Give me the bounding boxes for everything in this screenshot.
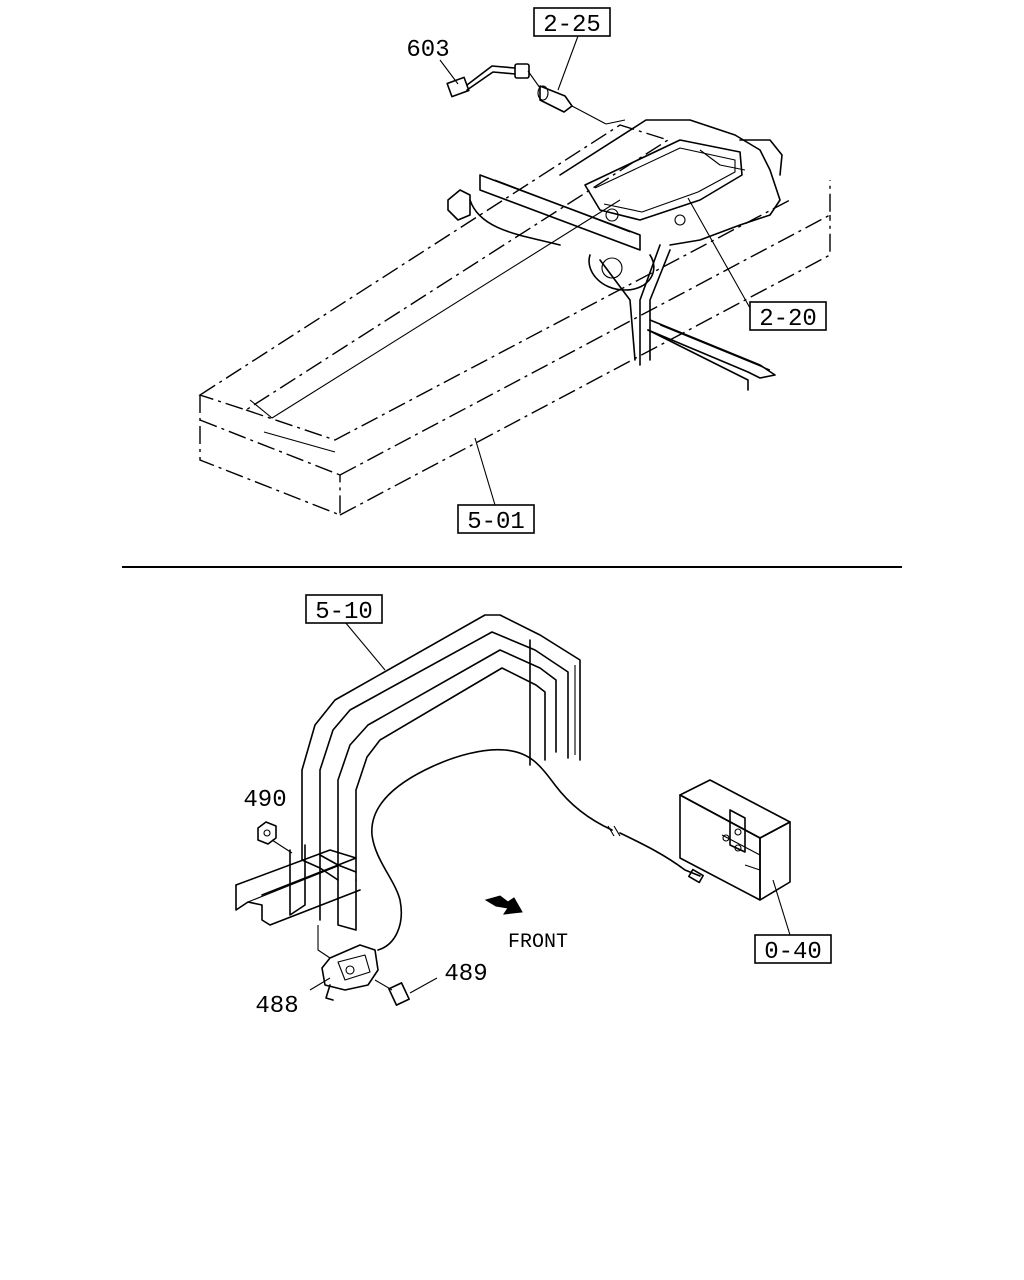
callout-5-10[interactable]: 5-10 bbox=[305, 594, 383, 626]
front-label: FRONT bbox=[508, 931, 568, 954]
nut-490 bbox=[257, 821, 293, 854]
front-direction-arrow-icon bbox=[484, 895, 523, 915]
callout-0-40-label: 0-40 bbox=[764, 939, 822, 966]
sensor-icon bbox=[539, 85, 573, 113]
connector-icon bbox=[446, 76, 470, 98]
part-489-label[interactable]: 489 bbox=[444, 961, 487, 988]
part-488-label[interactable]: 488 bbox=[255, 993, 298, 1020]
frame-rail-5-01 bbox=[198, 124, 831, 517]
part-490-label[interactable]: 490 bbox=[243, 787, 286, 814]
control-module bbox=[679, 779, 791, 901]
harness-603 bbox=[446, 63, 541, 98]
frame-channel bbox=[235, 844, 361, 926]
callout-5-01-label: 5-01 bbox=[467, 509, 525, 536]
front-direction: FRONT bbox=[484, 895, 568, 954]
callout-2-20[interactable]: 2-20 bbox=[749, 301, 827, 333]
callout-2-25[interactable]: 2-25 bbox=[533, 7, 611, 39]
cross-member bbox=[647, 319, 776, 391]
nut-icon bbox=[257, 821, 277, 845]
callout-5-01[interactable]: 5-01 bbox=[457, 504, 535, 536]
bolt-icon bbox=[388, 982, 410, 1006]
callout-5-10-label: 5-10 bbox=[315, 599, 373, 626]
sender-unit-488 bbox=[317, 925, 379, 1001]
bolt-489 bbox=[374, 979, 410, 1006]
plug-icon bbox=[514, 63, 530, 79]
wiring-harness bbox=[371, 748, 704, 951]
callout-2-20-label: 2-20 bbox=[759, 306, 817, 333]
callout-2-25-label: 2-25 bbox=[543, 12, 601, 39]
part-603-label[interactable]: 603 bbox=[406, 37, 449, 64]
speed-sensor bbox=[537, 85, 626, 125]
upper-assembly: 2-25 603 2-20 5-01 bbox=[198, 7, 831, 536]
tank-band-5-10 bbox=[301, 614, 581, 931]
callout-0-40[interactable]: 0-40 bbox=[754, 934, 832, 966]
sender-icon bbox=[321, 944, 379, 991]
transmission-housing bbox=[447, 119, 783, 366]
lower-assembly: FRONT 5-10 490 0-40 489 488 bbox=[235, 594, 832, 1020]
